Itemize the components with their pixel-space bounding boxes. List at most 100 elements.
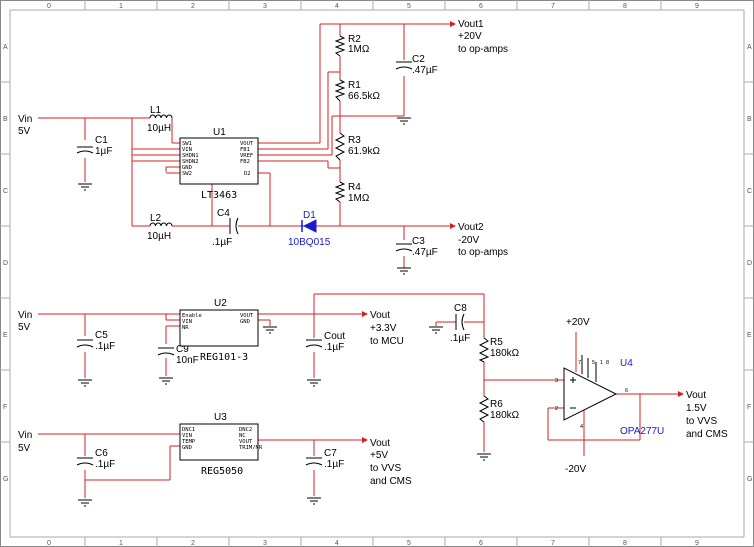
vplus-label: +20V (566, 317, 590, 328)
u4-pin: 4 (580, 424, 583, 430)
col-label: 3 (263, 540, 267, 547)
col-label: 8 (623, 3, 627, 10)
c6-value: .1µF (95, 459, 115, 470)
ground-symbol (429, 326, 443, 334)
c1-ref: C1 (95, 135, 108, 146)
l2-value: 10µH (147, 231, 171, 242)
d1-ref: D1 (303, 210, 316, 221)
col-label: 5 (407, 3, 411, 10)
col-label: 0 (47, 540, 51, 547)
u1-pin: VIN (182, 147, 192, 153)
ground-symbol (477, 453, 491, 461)
u4-pin: 3 (555, 378, 558, 384)
row-label: E (3, 332, 8, 339)
r1-ref: R1 (348, 80, 361, 91)
u2-part: REG101-3 (200, 352, 248, 363)
vout-5v-voltage: +5V (370, 450, 388, 461)
capacitor-c9: C9 10nF (157, 344, 199, 366)
resistor-r3: R3 61.9kΩ (334, 132, 380, 161)
u2-pin: Enable (182, 313, 202, 319)
c2-value: .47µF (412, 65, 438, 76)
vout-op-label: Vout (686, 390, 706, 401)
col-label: 2 (191, 540, 195, 547)
c3-value: .47µF (412, 247, 438, 258)
u1-pin: FB2 (240, 159, 250, 165)
u1-pin: D2 (244, 171, 251, 177)
r5-ref: R5 (490, 337, 503, 348)
row-label: A (747, 44, 752, 51)
r6-ref: R6 (490, 399, 503, 410)
c4-value: .1µF (212, 237, 232, 248)
u3-pin: DNC2 (239, 427, 252, 433)
c9-ref: C9 (176, 344, 189, 355)
capacitor-c2: C2 .47µF (395, 54, 438, 76)
u3-pin: DNC1 (182, 427, 195, 433)
c7-value: .1µF (324, 459, 344, 470)
r4-value: 1MΩ (348, 193, 370, 204)
u4-pin: 6 (625, 388, 628, 394)
vout-5v-label: Vout (370, 438, 390, 449)
vout1-voltage: +20V (458, 31, 482, 42)
u1-pin: SHDN2 (182, 159, 199, 165)
c5-ref: C5 (95, 330, 108, 341)
capacitor-c7: C7 .1µF (305, 448, 344, 470)
vin-label: Vin (18, 114, 32, 125)
section-lt3463-supply: Vin 5V C1 1µF L1 10µH L2 10µH U1 LT346 (18, 19, 508, 275)
col-label: 8 (623, 540, 627, 547)
u3-pin: VOUT (239, 439, 253, 445)
vout-5v-dest: and CMS (370, 476, 412, 487)
col-label: 6 (479, 3, 483, 10)
u4-part: OPA277U (620, 426, 664, 437)
capacitor-c3: C3 .47µF (395, 236, 438, 258)
l2-ref: L2 (150, 213, 162, 224)
u2-pin: VOUT (240, 313, 254, 319)
u4-ref: U4 (620, 358, 633, 369)
u3-pin: VIN (182, 433, 192, 439)
diode-d1: D1 10BQ015 (288, 210, 331, 248)
vout1-label: Vout1 (458, 19, 484, 30)
resistor-r2: R2 1MΩ (334, 34, 370, 57)
row-label: D (747, 260, 752, 267)
row-label: C (3, 188, 8, 195)
col-label: 7 (551, 540, 555, 547)
vout2-dest: to op-amps (458, 247, 508, 258)
col-label: 9 (695, 540, 699, 547)
c6-ref: C6 (95, 448, 108, 459)
u2-pin: VIN (182, 319, 192, 325)
u1-pin: FB1 (240, 147, 250, 153)
r2-ref: R2 (348, 34, 361, 45)
r1-value: 66.5kΩ (348, 91, 380, 102)
r6-value: 180kΩ (490, 410, 520, 421)
l1-value: 10µH (147, 123, 171, 134)
row-label: A (3, 44, 8, 51)
row-label: G (747, 476, 752, 483)
cout-ref: Cout (324, 331, 345, 342)
capacitor-c5: C5 .1µF (76, 330, 115, 352)
inductor-l2: L2 10µH (147, 213, 173, 242)
row-label: E (747, 332, 752, 339)
ground-symbol (397, 117, 411, 125)
u3-pin: TEMP (182, 439, 196, 445)
section-reg101-opamp: Vin 5V C5 .1µF C9 10nF U2 REG101-3 Enabl… (18, 293, 728, 475)
u1-pin: SHDN1 (182, 153, 199, 159)
ground-symbol (78, 499, 92, 507)
u1-pin: VOUT (240, 141, 254, 147)
u1-pin: SW2 (182, 171, 192, 177)
ground-symbol (307, 497, 321, 505)
vout-3v3-voltage: +3.3V (370, 323, 397, 334)
ground-symbol (78, 379, 92, 387)
r4-ref: R4 (348, 182, 361, 193)
r2-value: 1MΩ (348, 44, 370, 55)
resistor-r1: R1 66.5kΩ (334, 79, 380, 102)
r5-value: 180kΩ (490, 348, 520, 359)
col-label: 3 (263, 3, 267, 10)
vout-3v3-arrow (362, 311, 368, 317)
c7-ref: C7 (324, 448, 337, 459)
row-label: G (3, 476, 8, 483)
u4-pin: 7 (578, 360, 581, 366)
capacitor-cout: Cout .1µF (305, 331, 345, 353)
ground-symbol (263, 326, 277, 334)
cout-value: .1µF (324, 342, 344, 353)
